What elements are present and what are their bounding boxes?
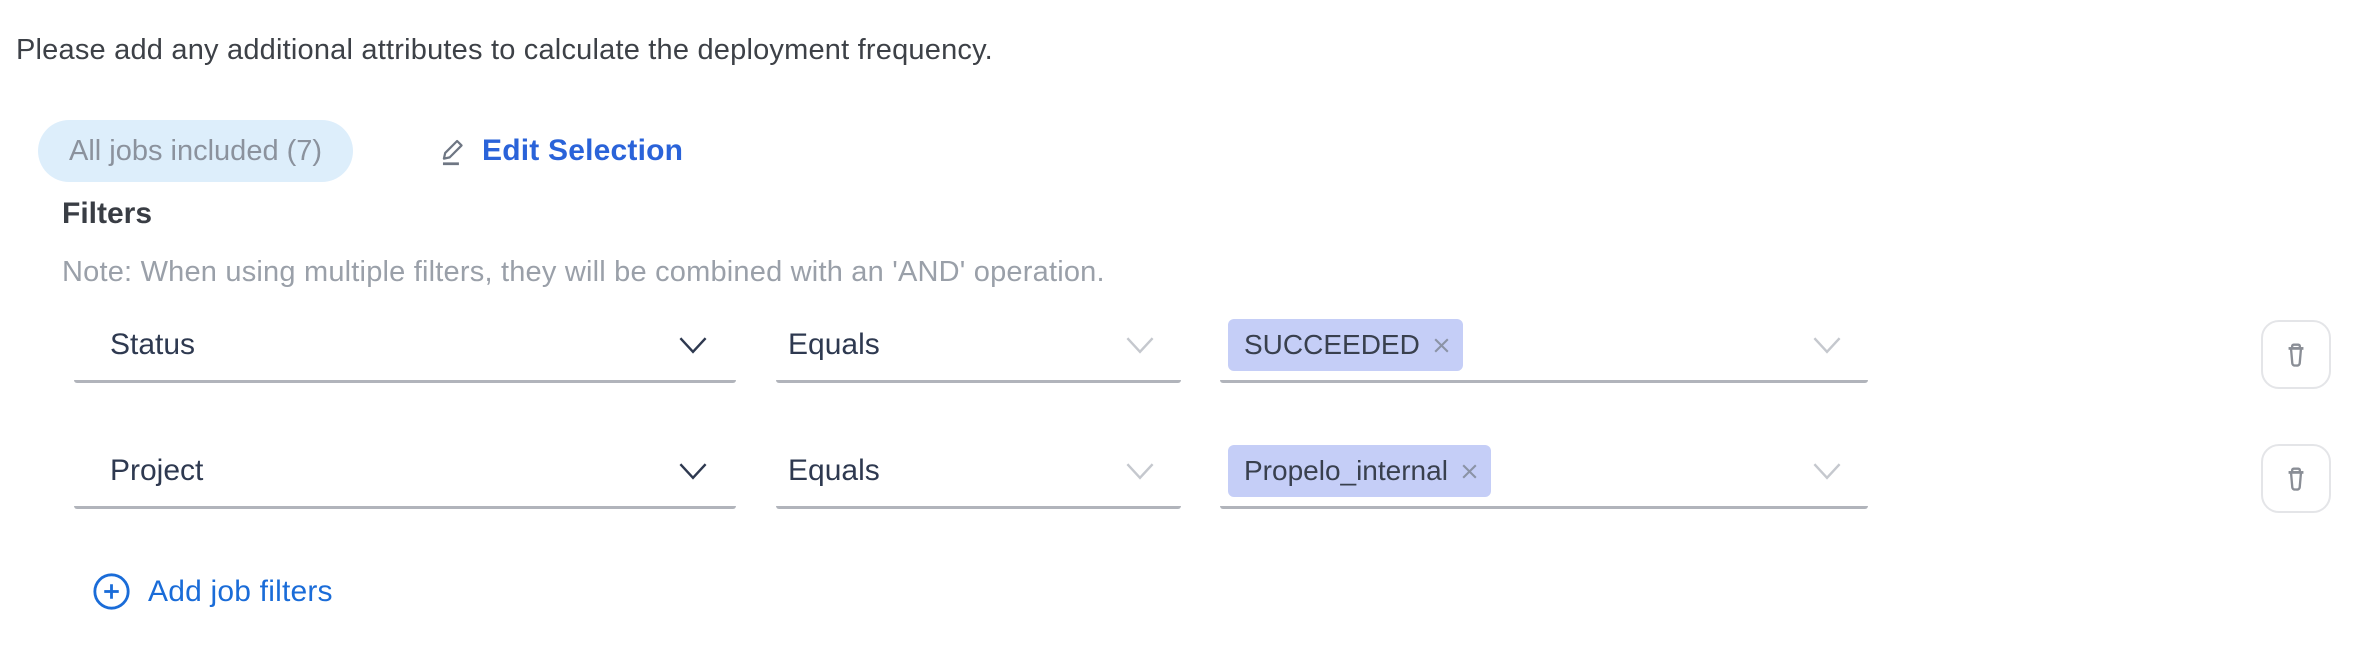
delete-filter-button[interactable] [2261,320,2331,389]
operator-select-value: Equals [788,454,880,487]
value-tag: Propelo_internal [1228,445,1491,497]
operator-select[interactable]: Equals [776,436,1181,509]
value-tag-label: Propelo_internal [1244,455,1448,486]
close-icon[interactable] [1459,461,1480,482]
attribute-select[interactable]: Status [74,310,736,383]
chevron-down-icon [676,461,710,482]
pencil-underline-icon [435,134,469,168]
value-tag-label: SUCCEEDED [1244,329,1420,360]
attribute-select[interactable]: Project [74,436,736,509]
chevron-down-icon [1123,335,1157,356]
edit-selection-link[interactable]: Edit Selection [435,128,683,174]
add-job-filters-button[interactable]: Add job filters [90,570,333,613]
operator-select-value: Equals [788,328,880,361]
attribute-select-value: Project [110,454,204,487]
filters-note: Note: When using multiple filters, they … [62,256,1105,288]
value-tag: SUCCEEDED [1228,319,1463,371]
chevron-down-icon [1123,461,1157,482]
chevron-down-icon [676,335,710,356]
plus-circle-icon [90,570,133,613]
intro-text: Please add any additional attributes to … [16,34,993,66]
jobs-included-label: All jobs included (7) [69,134,323,167]
trash-icon [2279,338,2313,372]
value-multiselect[interactable]: Propelo_internal [1220,436,1868,509]
chevron-down-icon [1810,335,1844,356]
value-multiselect[interactable]: SUCCEEDED [1220,310,1868,383]
add-job-filters-label: Add job filters [148,574,333,608]
delete-filter-button[interactable] [2261,444,2331,513]
edit-selection-label: Edit Selection [482,134,684,167]
jobs-included-badge: All jobs included (7) [38,120,354,182]
attribute-select-value: Status [110,328,196,361]
close-icon[interactable] [1431,335,1452,356]
chevron-down-icon [1810,461,1844,482]
trash-icon [2279,462,2313,496]
filters-heading: Filters [62,197,153,230]
operator-select[interactable]: Equals [776,310,1181,383]
